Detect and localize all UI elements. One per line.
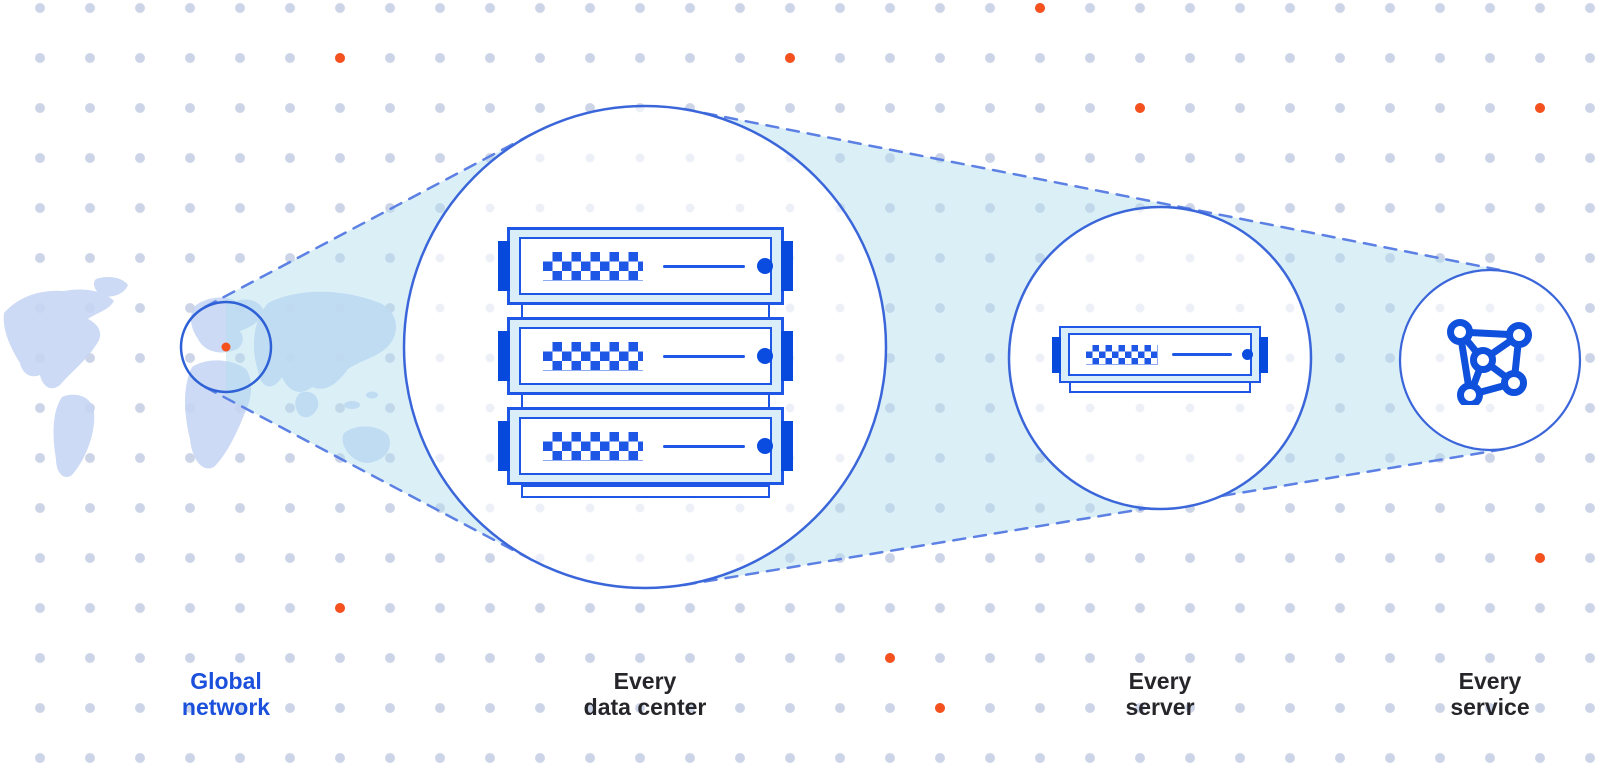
server-faceplate (1068, 333, 1253, 376)
power-led (757, 438, 773, 454)
server-tab (498, 421, 510, 471)
orange-grid-dot (785, 53, 795, 63)
vent-pattern (1086, 344, 1158, 365)
orange-grid-dot (1535, 103, 1545, 113)
label-every-data-center: Every data center (584, 668, 707, 720)
orange-grid-dot (935, 703, 945, 713)
label-line: Every (1458, 668, 1522, 694)
location-marker-dot (221, 342, 231, 352)
label-every-service: Every service (1450, 668, 1529, 720)
server-tab (781, 241, 793, 291)
power-led (757, 348, 773, 364)
label-line: service (1450, 694, 1530, 720)
server-tab (498, 331, 510, 381)
server-unit (498, 407, 793, 485)
orange-grid-dot (335, 603, 345, 613)
world-map-icon (3, 277, 396, 478)
label-global-network: Global network (182, 668, 270, 720)
region-highlight-circle (179, 300, 273, 394)
server-unit (498, 317, 793, 395)
dashed-zoom-lines (203, 107, 1507, 587)
network-mesh-icon (1446, 315, 1534, 408)
label-line: server (1125, 694, 1195, 720)
label-line: Every (613, 668, 677, 694)
slot-line (663, 264, 745, 268)
orange-grid-dot (335, 53, 345, 63)
server-tab (1259, 337, 1268, 373)
server-faceplate (519, 417, 773, 475)
power-led (1242, 349, 1253, 360)
server-unit (498, 227, 793, 305)
label-line: Every (1128, 668, 1192, 694)
server-unit (1052, 326, 1268, 383)
server-faceplate (519, 327, 773, 385)
server-icon (1052, 326, 1268, 393)
server-tab (781, 331, 793, 381)
label-line: data center (583, 694, 707, 720)
server-faceplate (519, 237, 773, 295)
power-led (757, 258, 773, 274)
orange-grid-dot (1035, 3, 1045, 13)
rack-base (521, 485, 770, 498)
orange-grid-dot (885, 653, 895, 663)
label-line: Global (190, 668, 262, 694)
server-tab (781, 421, 793, 471)
slot-line (663, 354, 745, 358)
orange-grid-dot (1135, 103, 1145, 113)
orange-grid-dot (1535, 553, 1545, 563)
vent-pattern (543, 341, 643, 371)
server-rack-icon (498, 227, 793, 498)
vent-pattern (543, 251, 643, 281)
slot-line (1172, 353, 1232, 356)
vent-pattern (543, 431, 643, 461)
server-tab (1052, 337, 1061, 373)
label-every-server: Every server (1125, 668, 1194, 720)
slot-line (663, 444, 745, 448)
server-tab (498, 241, 510, 291)
label-line: network (181, 694, 271, 720)
